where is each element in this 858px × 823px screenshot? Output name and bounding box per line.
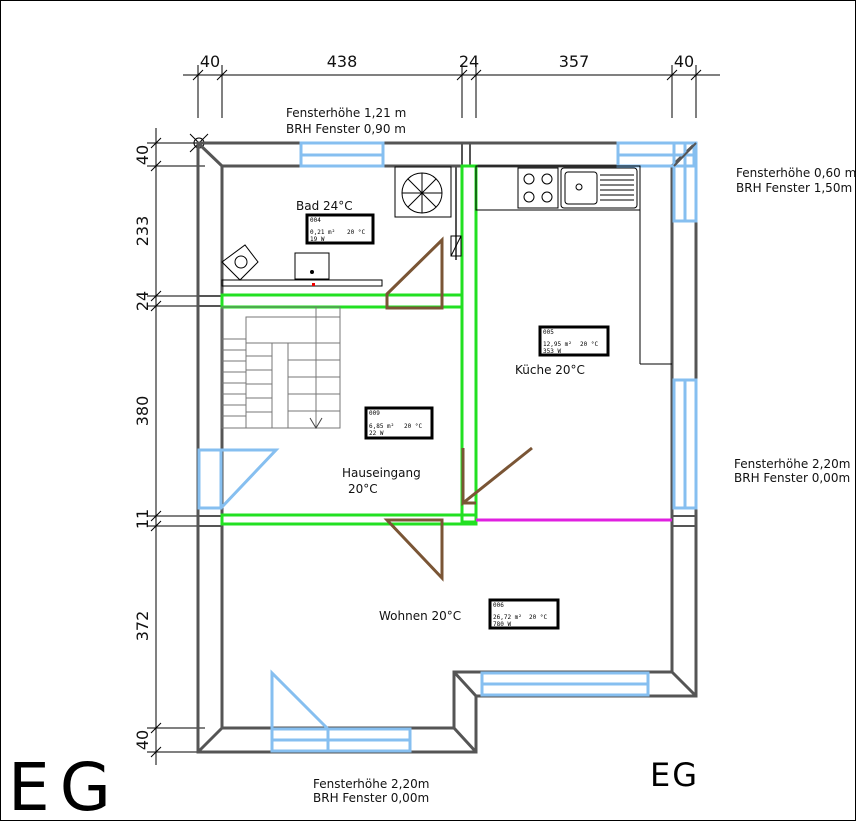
dim-h-4: 357: [559, 52, 590, 71]
shower-tray: [394, 166, 452, 218]
exterior-walls: [196, 141, 698, 754]
room-tag-kueche[interactable]: 005 12,95 m² 20 °C 353 W: [538, 325, 610, 357]
room-tag-bad-id: 004: [310, 217, 321, 224]
dim-v-6: 372: [133, 611, 152, 642]
vertical-dimension-labels: 40 233 24 380 11 372 40: [133, 145, 152, 750]
window-left-entrance: [197, 448, 223, 510]
window-note-top-line2: BRH Fenster 0,90 m: [286, 122, 406, 136]
window-note-right-top: Fensterhöhe 0,60 m BRH Fenster 1,50m: [736, 166, 856, 195]
dim-v-2: 233: [133, 216, 152, 247]
room-tag-kueche-power: 353 W: [543, 348, 561, 355]
dim-v-3: 24: [133, 291, 152, 311]
floor-label-small: EG: [650, 756, 699, 794]
valve-marker: [312, 283, 315, 286]
window-note-right-mid-line1: Fensterhöhe 2,20m: [734, 457, 850, 471]
door-living: [383, 518, 444, 582]
room-tag-bad-power: 19 W: [310, 236, 325, 243]
washbasin: [294, 252, 330, 280]
bath-fixtures: [221, 166, 462, 287]
room-label-hauseingang-temp: 20°C: [348, 482, 378, 496]
window-note-top: Fensterhöhe 1,21 m BRH Fenster 0,90 m: [286, 106, 406, 136]
window-note-bottom-line1: Fensterhöhe 2,20m: [313, 777, 429, 791]
room-tag-hauseingang[interactable]: 009 6,85 m² 20 °C 22 W: [364, 406, 434, 440]
room-tag-wohnen-area: 26,72 m²: [493, 614, 522, 621]
room-label-bad: Bad 24°C: [296, 199, 353, 213]
dim-v-7: 40: [133, 730, 152, 750]
dim-v-1: 40: [133, 145, 152, 165]
room-tag-wohnen-power: 780 W: [493, 621, 511, 628]
room-tag-wohnen-id: 006: [493, 602, 504, 609]
room-tag-kueche-area: 12,95 m²: [543, 341, 572, 348]
room-tag-wohnen-temp: 20 °C: [529, 614, 547, 621]
window-note-bottom-line2: BRH Fenster 0,00m: [313, 791, 429, 805]
window-note-bottom: Fensterhöhe 2,20m BRH Fenster 0,00m: [313, 777, 429, 805]
window-note-right-top-line1: Fensterhöhe 0,60 m: [736, 166, 856, 180]
room-tag-bad-area: 0,21 m²: [310, 229, 335, 236]
room-tag-wohnen[interactable]: 006 26,72 m² 20 °C 780 W: [488, 598, 560, 630]
kitchen-sink: [560, 167, 638, 209]
dim-v-4: 380: [133, 396, 152, 427]
window-note-right-mid-line2: BRH Fenster 0,00m: [734, 471, 850, 485]
window-note-right-mid: Fensterhöhe 2,20m BRH Fenster 0,00m: [734, 457, 850, 485]
dim-h-2: 438: [327, 52, 358, 71]
dim-h-5: 40: [674, 52, 694, 71]
room-label-kueche: Küche 20°C: [515, 363, 585, 377]
window-note-top-line1: Fensterhöhe 1,21 m: [286, 106, 406, 120]
dim-h-1: 40: [200, 52, 220, 71]
room-tag-hauseingang-temp: 20 °C: [404, 423, 422, 430]
bath-counter: [221, 279, 383, 287]
horizontal-dimension-labels: 40 438 24 357 40: [200, 52, 694, 71]
room-tag-hauseingang-id: 009: [369, 410, 380, 417]
kitchen-fixtures: [475, 165, 672, 365]
door-kitchen: [461, 446, 533, 507]
room-label-hauseingang: Hauseingang: [342, 466, 421, 480]
room-tag-bad-temp: 20 °C: [347, 229, 365, 236]
doors: [383, 236, 533, 582]
room-tag-hauseingang-area: 6,85 m²: [369, 423, 394, 430]
cooktop: [517, 167, 559, 209]
vertical-dimension-chain: [147, 128, 205, 765]
room-label-wohnen: Wohnen 20°C: [379, 609, 461, 623]
bath-cabinet: [450, 235, 462, 257]
room-tag-bad[interactable]: 004 0,21 m² 20 °C 19 W: [305, 213, 375, 245]
window-note-right-top-line2: BRH Fenster 1,50m: [736, 181, 852, 195]
horizontal-dimension-chain: [183, 65, 720, 118]
floor-label-large: EG: [8, 749, 121, 823]
interior-walls: [198, 143, 696, 527]
room-tag-kueche-id: 005: [543, 329, 554, 336]
door-bad: [385, 236, 444, 310]
dim-v-5: 11: [133, 509, 152, 529]
staircase: [221, 306, 341, 429]
room-tag-hauseingang-power: 22 W: [369, 430, 384, 437]
window-corner-detail: [673, 142, 697, 167]
room-tag-kueche-temp: 20 °C: [580, 341, 598, 348]
window-left-swing: [219, 448, 280, 510]
toilet: [221, 244, 259, 281]
windows: [197, 141, 698, 753]
dim-h-3: 24: [459, 52, 479, 71]
window-bottom-swing: [270, 669, 330, 731]
